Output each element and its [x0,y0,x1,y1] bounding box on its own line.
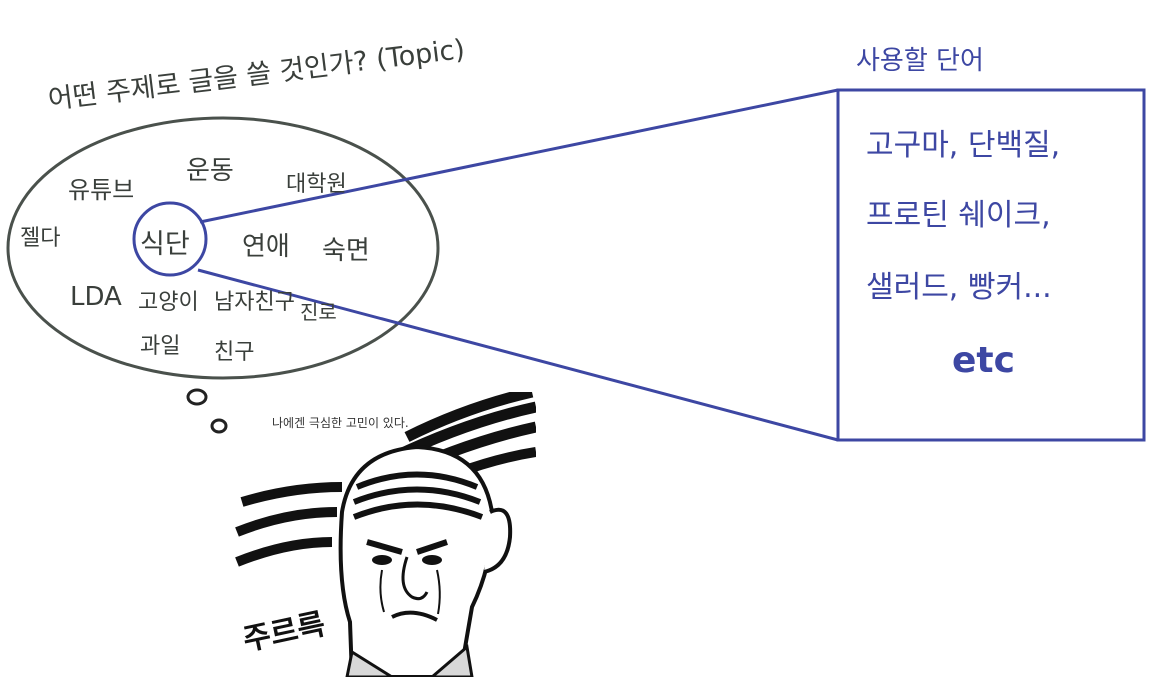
thought-bubble-2 [210,418,228,434]
topic-fruit: 과일 [140,334,181,359]
comic-caption: 나에겐 극심한 고민이 있다. [272,416,409,430]
word-line-2: 프로틴 쉐이크, [866,198,1051,233]
comic-panel: 나에겐 극심한 고민이 있다. 주르륵 [232,392,536,677]
topic-friend: 친구 [214,340,255,365]
topic-boyfriend: 남자친구 [214,290,295,315]
topic-diet: 식단 [140,229,190,260]
connector-bottom [197,268,839,442]
words-heading: 사용할 단어 [856,46,984,76]
topic-youtube: 유튜브 [68,176,135,204]
word-line-3: 샐러드, 빵커... [866,270,1052,305]
diet-highlight-circle [132,201,208,277]
word-line-etc: etc [952,340,1015,381]
topic-sleep: 숙면 [322,236,370,266]
topic-career: 진로 [300,300,337,324]
topic-lda: LDA [70,282,122,312]
topic-cat: 고양이 [138,290,199,315]
comic-drawing [235,392,536,677]
thought-bubble-1 [186,388,208,406]
word-box [836,88,1146,442]
topic-dating: 연애 [242,232,290,262]
topic-exercise: 운동 [186,156,234,186]
connector-top [199,88,839,224]
topic-jelda: 젤다 [20,226,61,251]
word-line-1: 고구마, 단백질, [866,128,1061,163]
topic-grad-school: 대학원 [286,172,347,197]
topic-ellipse [6,116,440,380]
